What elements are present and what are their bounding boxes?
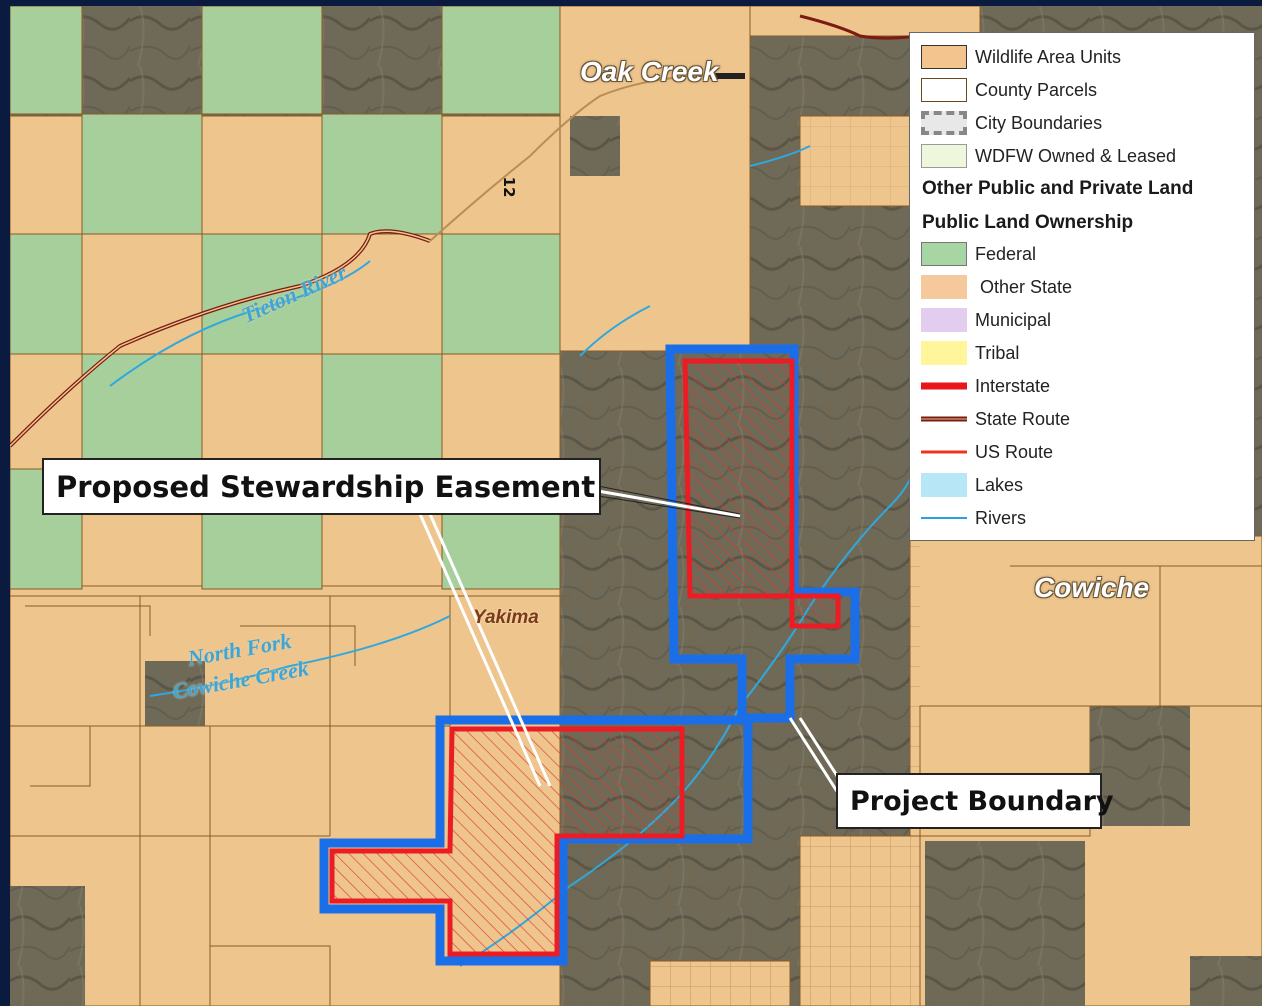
legend-label: Other State (975, 276, 1073, 297)
legend-item-interstate: Interstate (921, 372, 1050, 400)
legend-heading-other: Other Public and Private Land (922, 178, 1194, 199)
map-frame[interactable]: Oak Creek Cowiche Yakima Tieton River No… (10, 6, 1262, 1006)
legend-label: Interstate (975, 375, 1051, 396)
legend-label: Tribal (975, 342, 1020, 363)
parcel-grid-area-2 (750, 36, 910, 351)
private-land-layer (10, 6, 1262, 1006)
legend-item-city-boundaries: City Boundaries (921, 109, 1102, 137)
legend-item-wdfw-owned-leased: WDFW Owned & Leased (921, 142, 1176, 170)
legend-label: City Boundaries (975, 112, 1103, 133)
place-label-yakima: Yakima (473, 607, 539, 628)
legend-item-state-route: State Route (921, 405, 1070, 433)
callout-leaders (418, 489, 852, 797)
legend-label: Federal (975, 243, 1037, 264)
legend-item-rivers: Rivers (921, 504, 1026, 532)
callout-leaders-outline (597, 485, 741, 519)
legend-swatch-federal-icon (921, 242, 967, 266)
legend-label: Wildlife Area Units (975, 46, 1122, 67)
callout-proposed-easement: Proposed Stewardship Easement (42, 458, 601, 515)
place-label-oak-creek: Oak Creek (580, 56, 719, 87)
legend-item-other-state: Other State (921, 273, 1072, 301)
legend-label: Rivers (975, 507, 1027, 528)
legend-swatch-us-route-icon (921, 440, 967, 464)
callout-project-boundary: Project Boundary (836, 773, 1114, 829)
legend-swatch-wildlife-area-units-icon (921, 45, 967, 69)
project-boundary (319, 344, 860, 966)
legend-swatch-state-route-icon (921, 407, 967, 431)
legend-item-wildlife-area-units: Wildlife Area Units (921, 43, 1121, 71)
place-label-cowiche: Cowiche (1034, 572, 1150, 603)
legend-swatch-city-boundaries-icon (921, 111, 967, 135)
legend-swatch-wdfw-owned-leased-icon (921, 144, 967, 168)
legend-swatch-county-parcels-icon (921, 78, 967, 102)
legend-swatch-interstate-icon (921, 374, 967, 398)
legend-swatch-other-state-icon (921, 275, 967, 299)
route-shield-12: 12 (500, 176, 518, 198)
legend-item-us-route: US Route (921, 438, 1053, 466)
legend-swatch-rivers-icon (921, 506, 967, 530)
legend-item-federal: Federal (921, 240, 1036, 268)
legend-label: WDFW Owned & Leased (975, 145, 1177, 166)
legend-item-lakes: Lakes (921, 471, 1023, 499)
legend-label: Municipal (975, 309, 1052, 330)
parcel-lines (10, 565, 1262, 1006)
legend-swatch-municipal-icon (921, 308, 967, 332)
legend-item-tribal: Tribal (921, 339, 1019, 367)
legend-item-county-parcels: County Parcels (921, 76, 1097, 104)
legend-label: County Parcels (975, 79, 1098, 100)
legend-swatch-tribal-icon (921, 341, 967, 365)
legend-label: US Route (975, 441, 1054, 462)
legend-label: State Route (975, 408, 1071, 429)
legend-label: Lakes (975, 474, 1024, 495)
legend-item-municipal: Municipal (921, 306, 1051, 334)
roads (10, 14, 931, 448)
proposed-easement (329, 358, 841, 957)
legend-swatch-lakes-icon (921, 473, 967, 497)
legend-heading-public: Public Land Ownership (922, 212, 1134, 233)
